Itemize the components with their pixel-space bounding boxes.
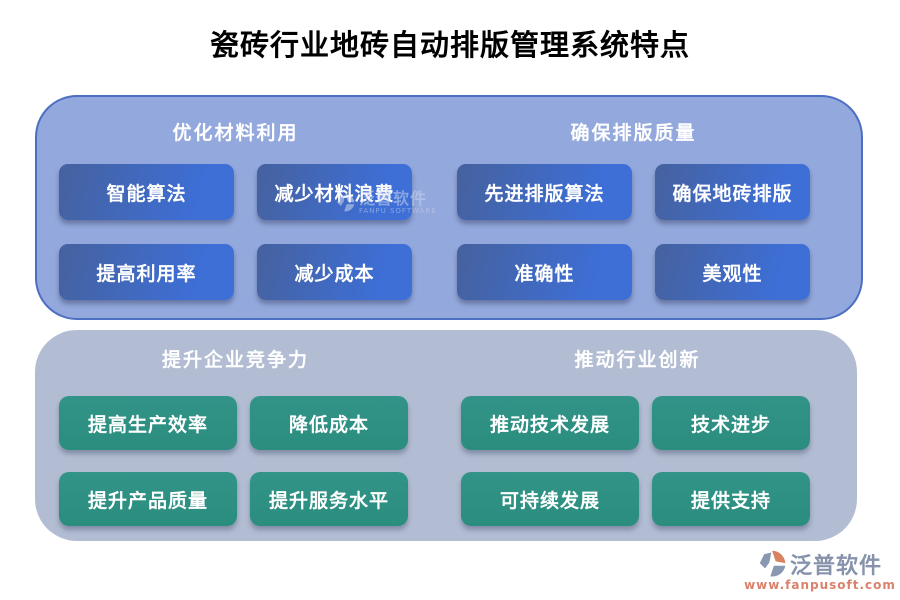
feature-pill: 可持续发展	[461, 472, 639, 526]
section-header: 提升企业竞争力	[161, 349, 309, 371]
section-competitiveness: 提升企业竞争力 提高生产效率 降低成本 提升产品质量 提升服务水平	[59, 330, 412, 541]
feature-pill: 提升服务水平	[250, 472, 408, 526]
feature-pill: 减少成本	[257, 244, 412, 300]
panel-bottom-features: 提升企业竞争力 提高生产效率 降低成本 提升产品质量 提升服务水平 推动行业创新…	[35, 330, 857, 541]
feature-pill: 智能算法	[59, 164, 234, 220]
brand-name: 泛普软件	[789, 553, 882, 579]
fanpu-logo-icon	[758, 549, 788, 579]
feature-pill: 美观性	[655, 244, 810, 300]
feature-pill: 提升产品质量	[59, 472, 237, 526]
feature-pill: 技术进步	[652, 396, 810, 450]
feature-pill: 推动技术发展	[461, 396, 639, 450]
brand-url: www.fanpusoft.com	[744, 578, 896, 592]
feature-pill: 提供支持	[652, 472, 810, 526]
section-header: 确保排版质量	[570, 122, 697, 144]
feature-grid: 推动技术发展 技术进步 可持续发展 提供支持	[461, 396, 810, 526]
section-header: 优化材料利用	[172, 122, 299, 144]
section-layout-quality: 确保排版质量 先进排版算法 确保地砖排版 准确性 美观性	[457, 97, 810, 318]
feature-pill: 确保地砖排版	[655, 164, 810, 220]
panel-top-features: 优化材料利用 智能算法 减少材料浪费 提高利用率 减少成本 确保排版质量 先进排…	[35, 95, 863, 320]
feature-pill: 减少材料浪费	[257, 164, 412, 220]
feature-pill: 先进排版算法	[457, 164, 632, 220]
feature-pill: 降低成本	[250, 396, 408, 450]
section-material-optimization: 优化材料利用 智能算法 减少材料浪费 提高利用率 减少成本	[59, 97, 412, 318]
brand-logo: 泛普软件 www.fanpusoft.com	[744, 548, 896, 592]
page-title: 瓷砖行业地砖自动排版管理系统特点	[209, 28, 690, 62]
feature-pill: 提高利用率	[59, 244, 234, 300]
brand-logo-row: 泛普软件	[744, 548, 896, 580]
feature-grid: 提高生产效率 降低成本 提升产品质量 提升服务水平	[59, 396, 408, 526]
feature-pill: 提高生产效率	[59, 396, 237, 450]
feature-pill: 准确性	[457, 244, 632, 300]
feature-grid: 先进排版算法 确保地砖排版 准确性 美观性	[457, 164, 810, 300]
section-industry-innovation: 推动行业创新 推动技术发展 技术进步 可持续发展 提供支持	[461, 330, 814, 541]
section-header: 推动行业创新	[574, 349, 701, 371]
feature-grid: 智能算法 减少材料浪费 提高利用率 减少成本	[59, 164, 412, 300]
